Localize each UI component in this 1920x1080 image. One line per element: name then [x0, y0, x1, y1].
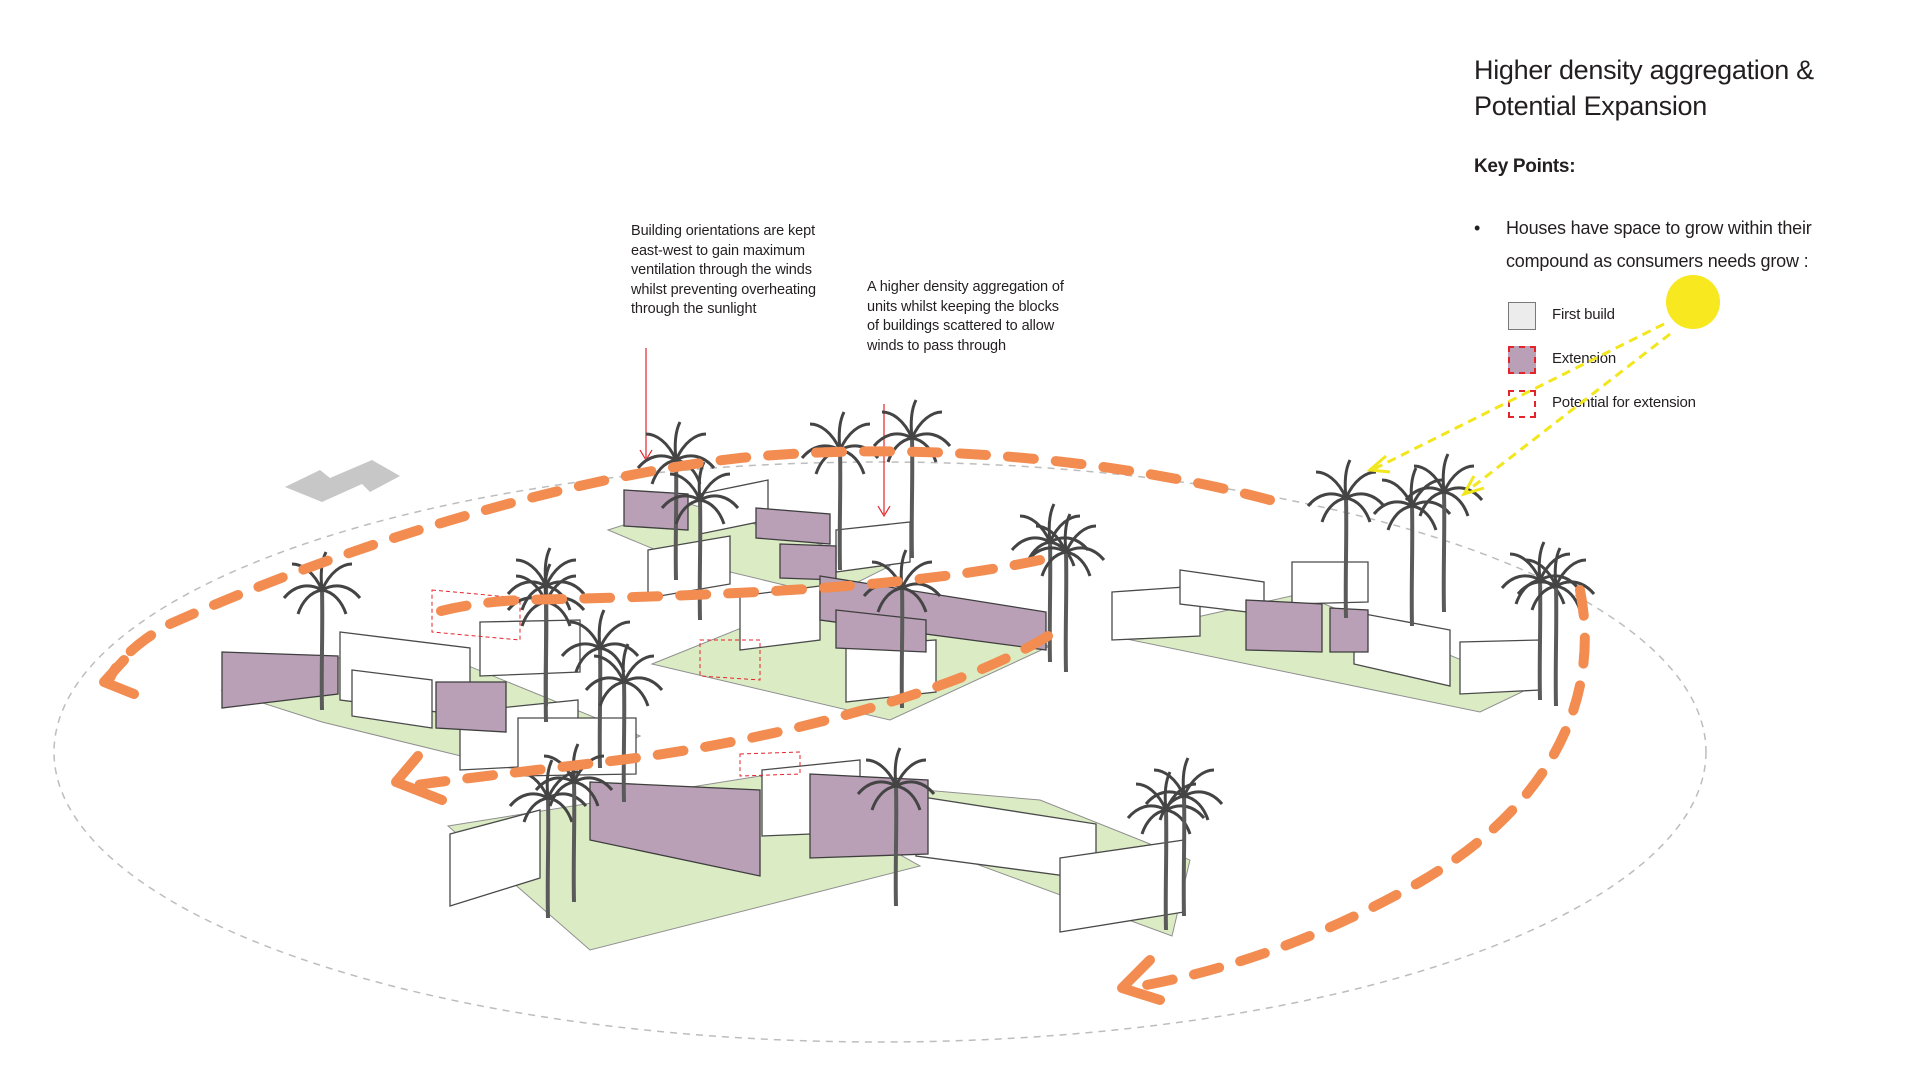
sun-ray-head — [1460, 475, 1485, 497]
legend-label: Potential for extension — [1552, 394, 1696, 411]
sun-ray-head — [1366, 454, 1391, 474]
building-extension — [809, 773, 929, 859]
sun-ray — [1465, 332, 1671, 494]
building-extension — [1329, 607, 1369, 653]
wind-arrow-head — [391, 751, 447, 805]
buildings-extension — [221, 489, 1369, 877]
potential-extension-outline — [699, 639, 761, 681]
wind-arrow-heads — [99, 655, 1165, 1005]
legend-item-extension: Extension — [1508, 346, 1768, 378]
building-first-build — [1459, 639, 1541, 695]
title-line-2: Potential Expansion — [1474, 91, 1707, 121]
wind-arrow-head — [99, 655, 139, 699]
building-first-build — [479, 619, 581, 677]
building-first-build — [1291, 561, 1369, 605]
building-extension — [779, 543, 837, 581]
building-extension — [435, 681, 507, 733]
buildings-first-build — [339, 479, 1541, 933]
diagram-title: Higher density aggregation & Potential E… — [1474, 52, 1894, 124]
density-note-arrow — [877, 404, 891, 518]
key-points-heading: Key Points: — [1474, 156, 1576, 177]
wind-arrow-inner — [425, 555, 1045, 619]
density-note: A higher density aggregation of units wh… — [867, 279, 1064, 354]
north-arrow-icon: N — [285, 460, 400, 515]
potential-extension-outline — [431, 589, 521, 641]
potential-extension-outline — [739, 751, 801, 777]
wind-arrow-outer — [105, 446, 1275, 683]
title-line-1: Higher density aggregation & — [1474, 55, 1814, 85]
building-first-build — [351, 669, 433, 729]
wind-arrows — [105, 446, 1590, 993]
building-first-build — [835, 521, 911, 573]
sun-rays — [1371, 322, 1671, 494]
building-extension — [1245, 599, 1323, 653]
building-extension — [819, 575, 1047, 651]
palm-tree-icon — [1404, 452, 1484, 614]
orientation-note-arrow — [639, 348, 653, 462]
wind-arrow-head — [1117, 955, 1165, 1005]
extension-swatch — [1508, 346, 1536, 374]
building-first-build — [647, 535, 731, 599]
building-extension — [221, 651, 339, 709]
building-extension — [755, 507, 831, 545]
legend-item-first-build: First build — [1508, 302, 1768, 334]
building-first-build — [1111, 585, 1201, 641]
legend-label: Extension — [1552, 350, 1617, 367]
sun-ray-heads — [1366, 454, 1485, 497]
first-build-swatch — [1508, 302, 1536, 330]
legend-label: First build — [1552, 306, 1615, 323]
sun-ray — [1371, 322, 1665, 472]
bullet-marker: • — [1474, 218, 1481, 238]
sun-icon — [1666, 275, 1720, 329]
potential-extensions — [431, 589, 801, 777]
site-boundary-ellipse — [53, 461, 1707, 1043]
wind-arrow-east — [1125, 585, 1590, 993]
palm-tree-icon — [1372, 466, 1452, 628]
key-point-text: Houses have space to grow within their c… — [1506, 218, 1812, 271]
orientation-note: Building orientations are kept east-west… — [631, 223, 816, 317]
building-first-build — [449, 809, 541, 907]
building-extension — [589, 781, 761, 877]
wind-arrow-middle — [405, 631, 1053, 791]
north-symbol: N — [330, 499, 340, 515]
